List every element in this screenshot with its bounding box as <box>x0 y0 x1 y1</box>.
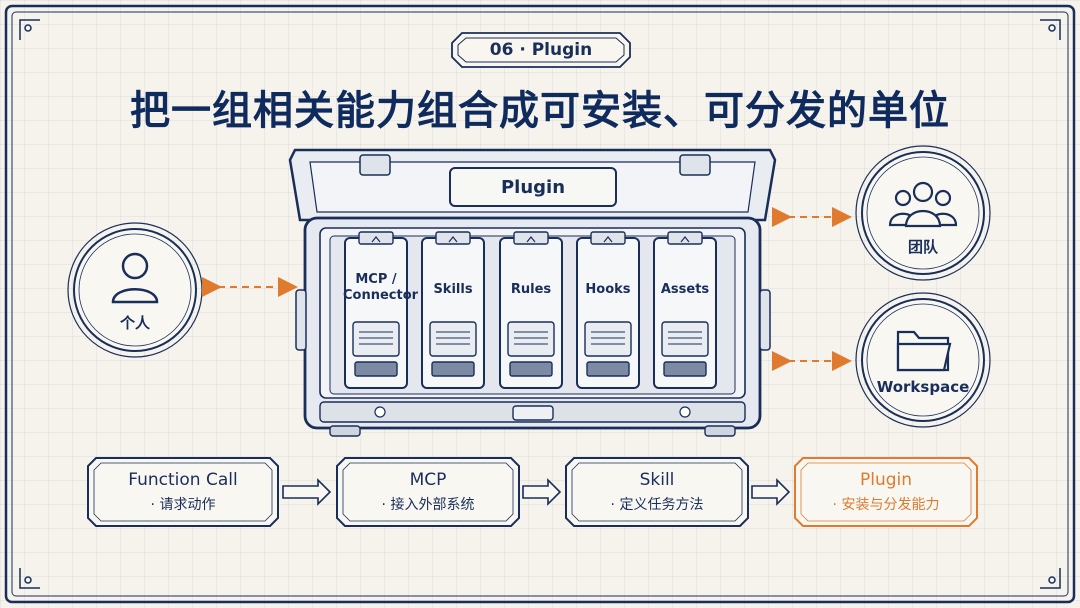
badge-frame <box>451 32 631 68</box>
flow-arrows <box>282 478 791 506</box>
module-mcp-connector-label: MCP / Connector <box>343 272 419 303</box>
team-icon <box>888 181 958 228</box>
distribution-arrows <box>202 207 852 371</box>
module-rules-label: Rules <box>510 282 552 297</box>
case-label: Plugin <box>500 176 566 198</box>
individual-label: 个人 <box>119 314 150 332</box>
corner-ornaments <box>19 19 1061 589</box>
flow-step-subtitle: · 安装与分发能力 <box>832 497 940 513</box>
flow-step-subtitle: · 定义任务方法 <box>610 497 704 513</box>
folder-icon <box>896 330 952 372</box>
flow-step-plugin: Plugin · 安装与分发能力 <box>795 458 977 526</box>
module-assets-label: Assets <box>660 282 710 297</box>
flow-frames <box>87 457 978 527</box>
workspace-label: Workspace <box>876 378 970 396</box>
flow-step-title: MCP <box>409 470 447 490</box>
flow-step-function-call: Function Call · 请求动作 <box>88 458 278 526</box>
module-skills-label: Skills <box>433 282 473 297</box>
person-icon <box>111 252 159 304</box>
module-cartridges <box>344 231 717 389</box>
page-title: 把一组相关能力组合成可安装、可分发的单位 <box>130 88 950 134</box>
team-label: 团队 <box>907 238 938 256</box>
flow-step-subtitle: · 接入外部系统 <box>381 497 475 513</box>
flow-step-subtitle: · 请求动作 <box>150 497 216 513</box>
section-badge: 06 · Plugin <box>489 40 593 60</box>
flow-step-title: Function Call <box>128 470 238 490</box>
flow-step-title: Skill <box>639 470 675 490</box>
flow-step-title: Plugin <box>859 470 913 490</box>
flow-step-mcp: MCP · 接入外部系统 <box>337 458 519 526</box>
flow-step-skill: Skill · 定义任务方法 <box>566 458 748 526</box>
module-hooks-label: Hooks <box>585 282 631 297</box>
